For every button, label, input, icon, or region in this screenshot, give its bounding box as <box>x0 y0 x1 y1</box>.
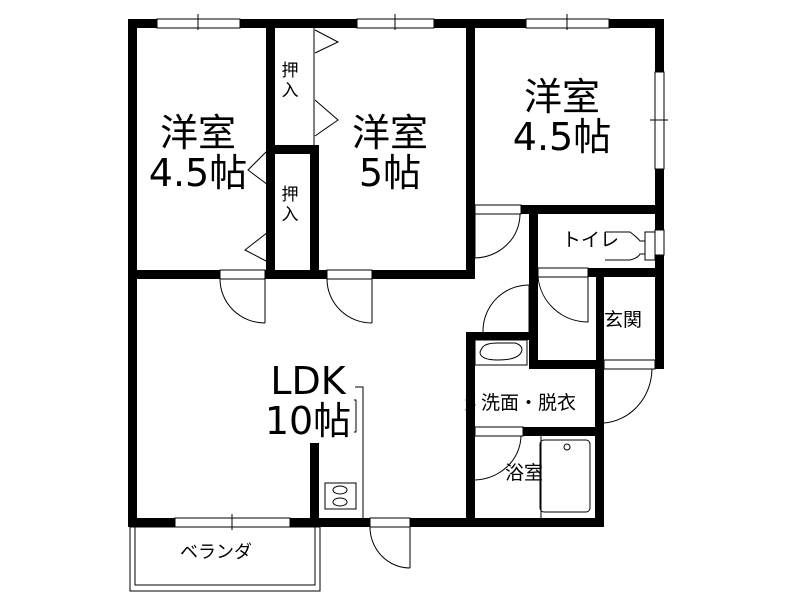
room-label-entrance: 玄関 <box>604 309 643 331</box>
room-name: 洋室 <box>159 111 236 155</box>
room-size: 4.5帖 <box>148 150 248 195</box>
room-label-western-3: 洋室 4.5帖 <box>512 75 612 159</box>
room-label-western-2: 洋室 5帖 <box>340 111 440 195</box>
closet-label-upper: 押 入 <box>281 61 299 101</box>
room-size: 5帖 <box>358 150 422 195</box>
doors <box>219 28 656 569</box>
room-size: 10帖 <box>264 398 352 443</box>
room-label-bathroom: 浴室 <box>505 462 544 484</box>
room-label-western-1: 洋室 4.5帖 <box>148 111 248 195</box>
fixtures <box>129 231 656 592</box>
room-name: 洋室 <box>523 75 600 119</box>
room-size: 4.5帖 <box>512 114 612 159</box>
room-label-toilet: トイレ <box>562 229 620 251</box>
room-label-washroom: 洗面・脱衣 <box>481 392 577 414</box>
closet-label-lower: 押 入 <box>281 185 299 225</box>
room-name: 洋室 <box>351 111 428 155</box>
room-label-veranda: ベランダ <box>180 542 252 563</box>
room-label-ldk: LDK 10帖 <box>258 359 358 443</box>
windows <box>156 14 668 530</box>
room-name: LDK <box>270 359 346 403</box>
